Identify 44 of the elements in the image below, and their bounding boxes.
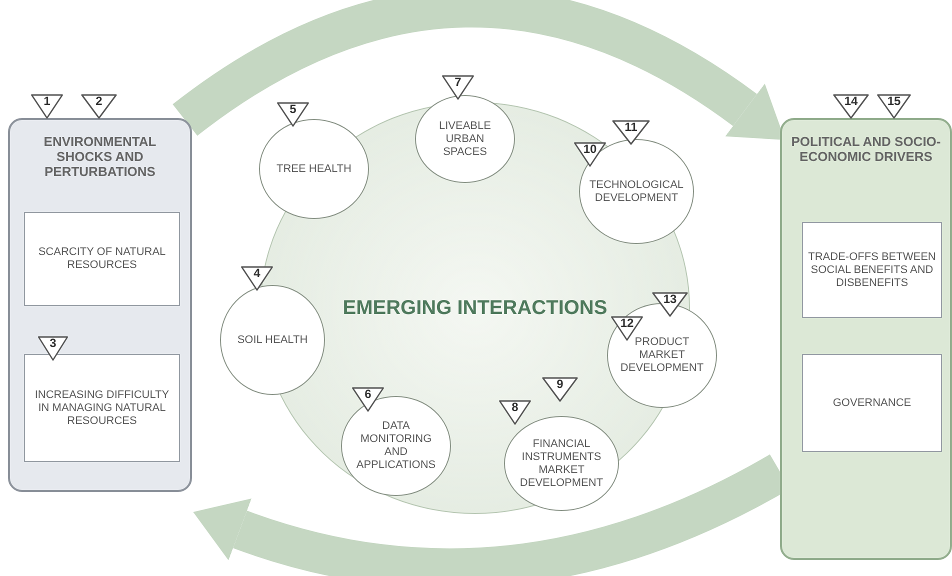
circle-label: DATA MONITORING AND APPLICATIONS	[355, 420, 437, 472]
callout-number: 6	[364, 388, 372, 400]
circle-label: SOIL HEALTH	[237, 334, 308, 346]
box-label: SCARCITY OF NATURAL RESOURCES	[37, 246, 167, 272]
callout-number: 8	[512, 400, 518, 414]
callout-triangle	[30, 93, 64, 119]
box-label: GOVERNANCE	[832, 396, 912, 410]
callout-triangle	[240, 265, 274, 291]
callout-number: 2	[96, 94, 102, 108]
callout-triangle	[832, 93, 870, 119]
callout-triangle	[276, 101, 310, 127]
callout-number: 7	[454, 76, 462, 88]
group-panel	[780, 118, 952, 560]
group-panel	[8, 118, 192, 492]
text-box	[802, 354, 942, 452]
text-box	[802, 222, 942, 318]
callout-triangle	[498, 399, 532, 425]
callout-number: 15	[887, 94, 901, 108]
callout-number: 9	[556, 378, 564, 390]
callout-number: 13	[663, 292, 677, 306]
panel-title: ENVIRONMENTAL SHOCKS AND PERTURBATIONS	[42, 134, 158, 179]
callout-triangle	[876, 93, 912, 119]
callout-number: 5	[290, 102, 296, 116]
callout-triangle	[541, 376, 579, 402]
callout-number: 12	[620, 316, 634, 330]
callout-number: 3	[50, 336, 56, 350]
panel-title: POLITICAL AND SOCIO-ECONOMIC DRIVERS	[790, 134, 942, 164]
callout-number: 1	[44, 94, 50, 108]
text-box	[24, 354, 180, 462]
circle-label: TREE HEALTH	[276, 162, 352, 176]
circle-label: FINANCIAL INSTRUMENTS MARKET DEVELOPMENT	[518, 438, 604, 490]
callout-triangle	[80, 93, 118, 119]
callout-triangle	[441, 74, 475, 100]
box-label: TRADE-OFFS BETWEEN SOCIAL BENEFITS AND DISBENEFITS	[807, 250, 937, 290]
text-box	[24, 212, 180, 306]
circle-label: PRODUCT MARKET DEVELOPMENT	[619, 336, 705, 375]
center-label: EMERGING INTERACTIONS	[342, 296, 608, 320]
callout-number: 10	[583, 142, 597, 156]
callout-number: 4	[254, 266, 260, 280]
callout-number: 14	[844, 94, 858, 108]
circle-label: TECHNOLOGICAL DEVELOPMENT	[588, 178, 685, 204]
circle-label: LIVEABLE URBAN SPACES	[438, 120, 492, 158]
callout-number: 11	[624, 120, 638, 134]
box-label: INCREASING DIFFICULTY IN MANAGING NATURAL RESOURCES	[34, 388, 170, 428]
